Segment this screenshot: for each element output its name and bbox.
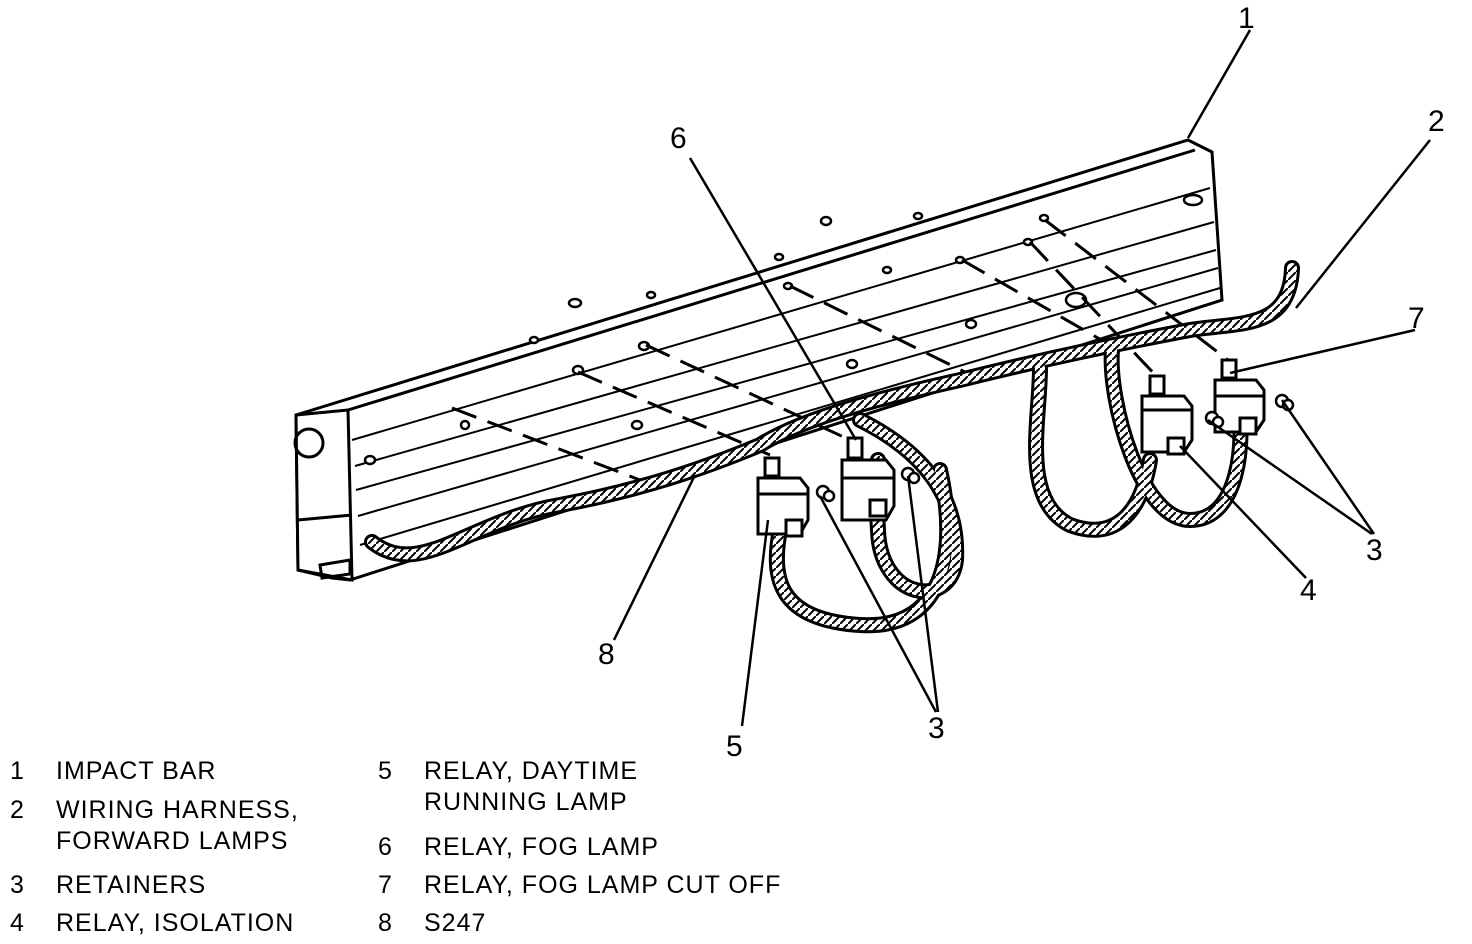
legend-text: IMPACT BAR [56,757,217,785]
mounting-guide-lines [451,218,1229,482]
callout-7: 7 [1408,302,1425,335]
legend-text: RELAY, FOG LAMP CUT OFF [424,871,782,899]
callout-3-left: 3 [928,712,945,745]
legend-item-2: 2 WIRING HARNESS, FORWARD LAMPS [10,795,350,857]
legend-number: 7 [378,871,393,899]
legend-number: 1 [10,757,25,785]
callout-8: 8 [598,638,615,671]
legend-number: 2 [10,796,25,824]
relay-daytime-running-lamp [756,456,810,538]
legend-item-3: 3 RETAINERS [10,870,350,901]
legend-text-line-2: FORWARD LAMPS [56,827,289,855]
legend-item-1: 1 IMPACT BAR [10,756,350,787]
legend-text: S247 [424,909,487,937]
legend-item-6: 6 RELAY, FOG LAMP [378,832,878,863]
legend-item-8: 8 S247 [378,908,878,939]
legend-text-line-2: RUNNING LAMP [424,788,628,816]
callout-2: 2 [1428,105,1445,138]
relay-fog-lamp [840,436,896,522]
legend-text: RETAINERS [56,871,207,899]
legend-number: 6 [378,833,393,861]
relay-isolation [1140,374,1194,456]
callout-1: 1 [1238,2,1255,35]
callout-6: 6 [670,122,687,155]
legend-text: WIRING HARNESS, [56,796,299,824]
legend-item-4: 4 RELAY, ISOLATION [10,908,350,939]
relay-fog-lamp-cut-off [1213,358,1266,436]
retainers [815,393,1295,503]
callout-4: 4 [1300,574,1317,607]
legend-number: 5 [378,757,393,785]
legend-number: 4 [10,909,25,937]
callout-3-right: 3 [1366,534,1383,567]
legend-item-5: 5 RELAY, DAYTIME RUNNING LAMP [378,756,878,818]
legend-text: RELAY, FOG LAMP [424,833,659,861]
legend-text: RELAY, DAYTIME [424,757,639,785]
wiring-harness [364,260,1300,634]
legend-item-7: 7 RELAY, FOG LAMP CUT OFF [378,870,878,901]
legend-number: 3 [10,871,25,899]
leader-lines [612,29,1431,727]
legend-text: RELAY, ISOLATION [56,909,295,937]
legend-number: 8 [378,909,393,937]
callout-5: 5 [726,730,743,763]
